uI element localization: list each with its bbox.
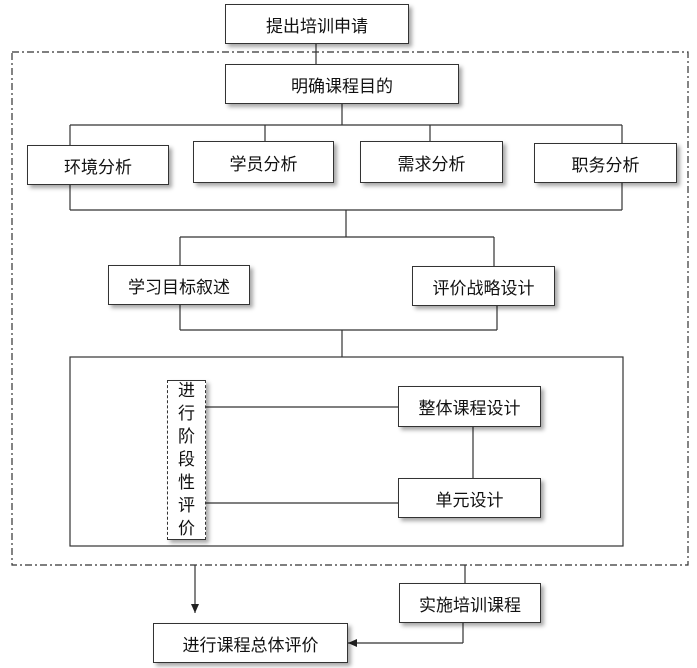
- implement-training-box: 实施培训课程: [399, 583, 541, 623]
- overall-course-evaluation-box: 进行课程总体评价: [153, 623, 348, 663]
- learning-objective-box: 学习目标叙述: [108, 265, 250, 305]
- stage-evaluation-char: 阶: [178, 426, 195, 447]
- submit-training-request-box: 提出培训申请: [225, 4, 409, 44]
- process-boundary: [11, 51, 689, 566]
- stage-evaluation-char: 价: [178, 518, 195, 539]
- stage-evaluation-char: 评: [178, 495, 195, 516]
- needs-analysis-box: 需求分析: [360, 141, 503, 183]
- stage-evaluation-char: 进: [178, 380, 195, 401]
- define-course-goal-box: 明确课程目的: [225, 64, 459, 104]
- design-container: [69, 356, 624, 547]
- environment-analysis-box: 环境分析: [27, 145, 169, 185]
- evaluation-strategy-box: 评价战略设计: [412, 266, 555, 306]
- overall-course-design-box: 整体课程设计: [398, 386, 541, 427]
- learner-analysis-box: 学员分析: [193, 141, 334, 183]
- stage-evaluation-char: 段: [178, 449, 195, 470]
- unit-design-box: 单元设计: [398, 478, 541, 518]
- stage-evaluation-box: 进 行 阶 段 性 评 价: [167, 380, 206, 540]
- job-analysis-box: 职务分析: [534, 143, 677, 183]
- stage-evaluation-char: 行: [178, 403, 195, 424]
- stage-evaluation-char: 性: [178, 472, 195, 493]
